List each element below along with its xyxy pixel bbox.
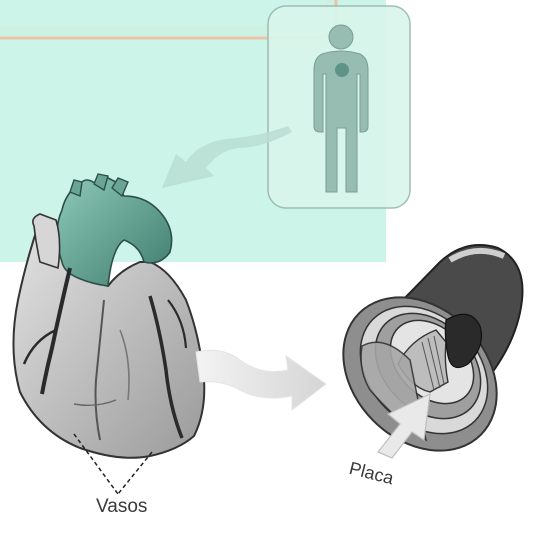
- label-vasos: Vasos: [96, 496, 147, 518]
- heart-to-artery-arrow: [196, 350, 326, 410]
- artery-cross-section: [313, 245, 528, 481]
